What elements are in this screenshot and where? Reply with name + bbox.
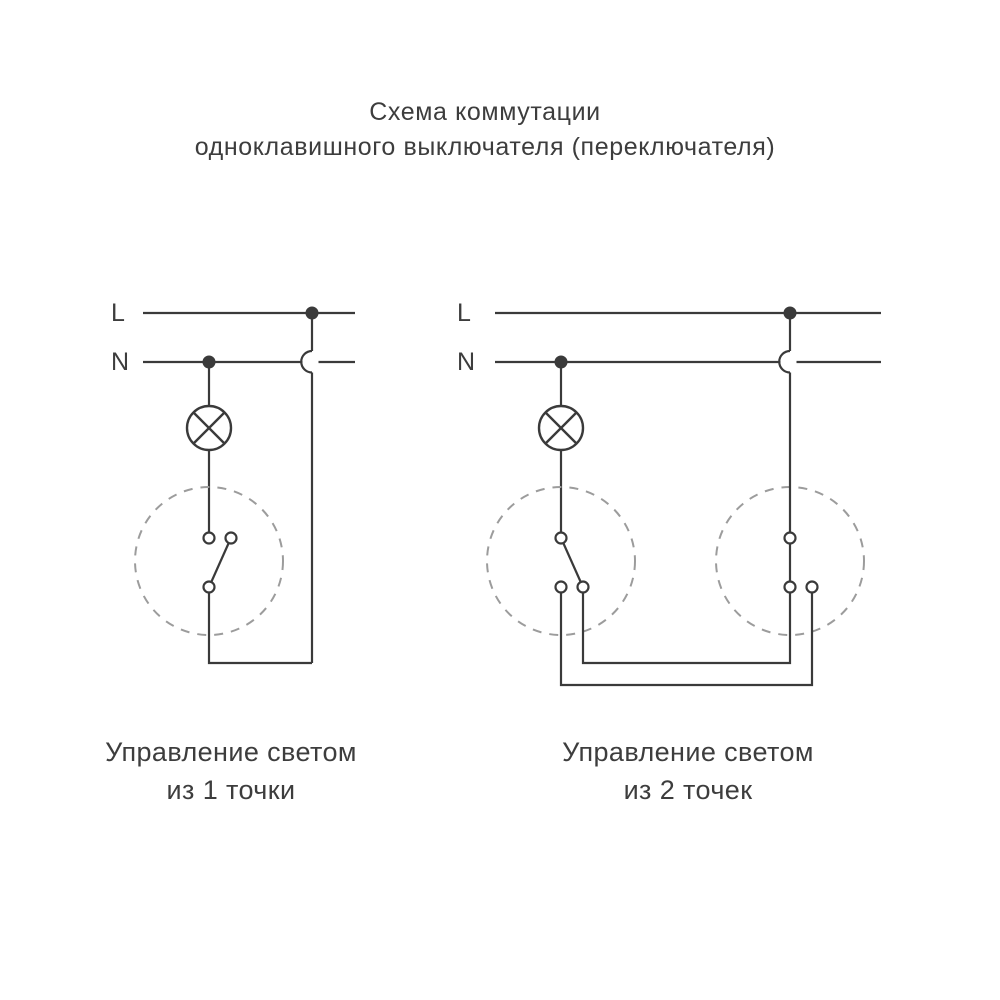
traveler-wire-inner [581, 592, 792, 665]
switch-boundary-circle [134, 486, 284, 636]
wire-hop-icon [778, 349, 791, 374]
switch-terminal [202, 580, 216, 594]
diagram-two-point: L N [457, 299, 881, 687]
phase-label: L [457, 299, 471, 327]
switch-icon [202, 531, 238, 594]
caption-line-1: Управление светом [562, 737, 814, 767]
switch-2-icon [783, 531, 819, 594]
neutral-label: N [111, 348, 129, 376]
switch-lever [562, 542, 582, 583]
switch-terminal [805, 580, 819, 594]
switch-terminal [224, 531, 238, 545]
title-line-2: одноклавишного выключателя (переключател… [194, 133, 776, 161]
lamp-icon [537, 404, 585, 452]
title-line-1: Схема коммутации [369, 98, 601, 126]
page-title: Схема коммутации одноклавишного выключат… [0, 95, 970, 165]
switch-1-icon [554, 531, 590, 594]
neutral-label: N [457, 348, 475, 376]
caption-line-2: из 2 точек [623, 775, 753, 805]
switch-lever [210, 542, 230, 583]
caption-line-1: Управление светом [105, 737, 357, 767]
caption-line-2: из 1 точки [166, 775, 296, 805]
switch-terminal [783, 580, 797, 594]
switch-terminal [554, 531, 568, 545]
wire-hop-icon [300, 349, 313, 374]
lamp-icon [185, 404, 233, 452]
switch-1-boundary-circle [486, 486, 636, 636]
phase-label: L [111, 299, 125, 327]
caption-two-point: Управление светом из 2 точек [488, 733, 888, 809]
wire-switch-return [207, 592, 312, 665]
switch-terminal [554, 580, 568, 594]
diagram-single-point: L N [111, 299, 355, 665]
traveler-wire-outer [559, 592, 814, 687]
switch-terminal [202, 531, 216, 545]
switch-terminal [783, 531, 797, 545]
switch-terminal [576, 580, 590, 594]
caption-single-point: Управление светом из 1 точки [31, 733, 431, 809]
